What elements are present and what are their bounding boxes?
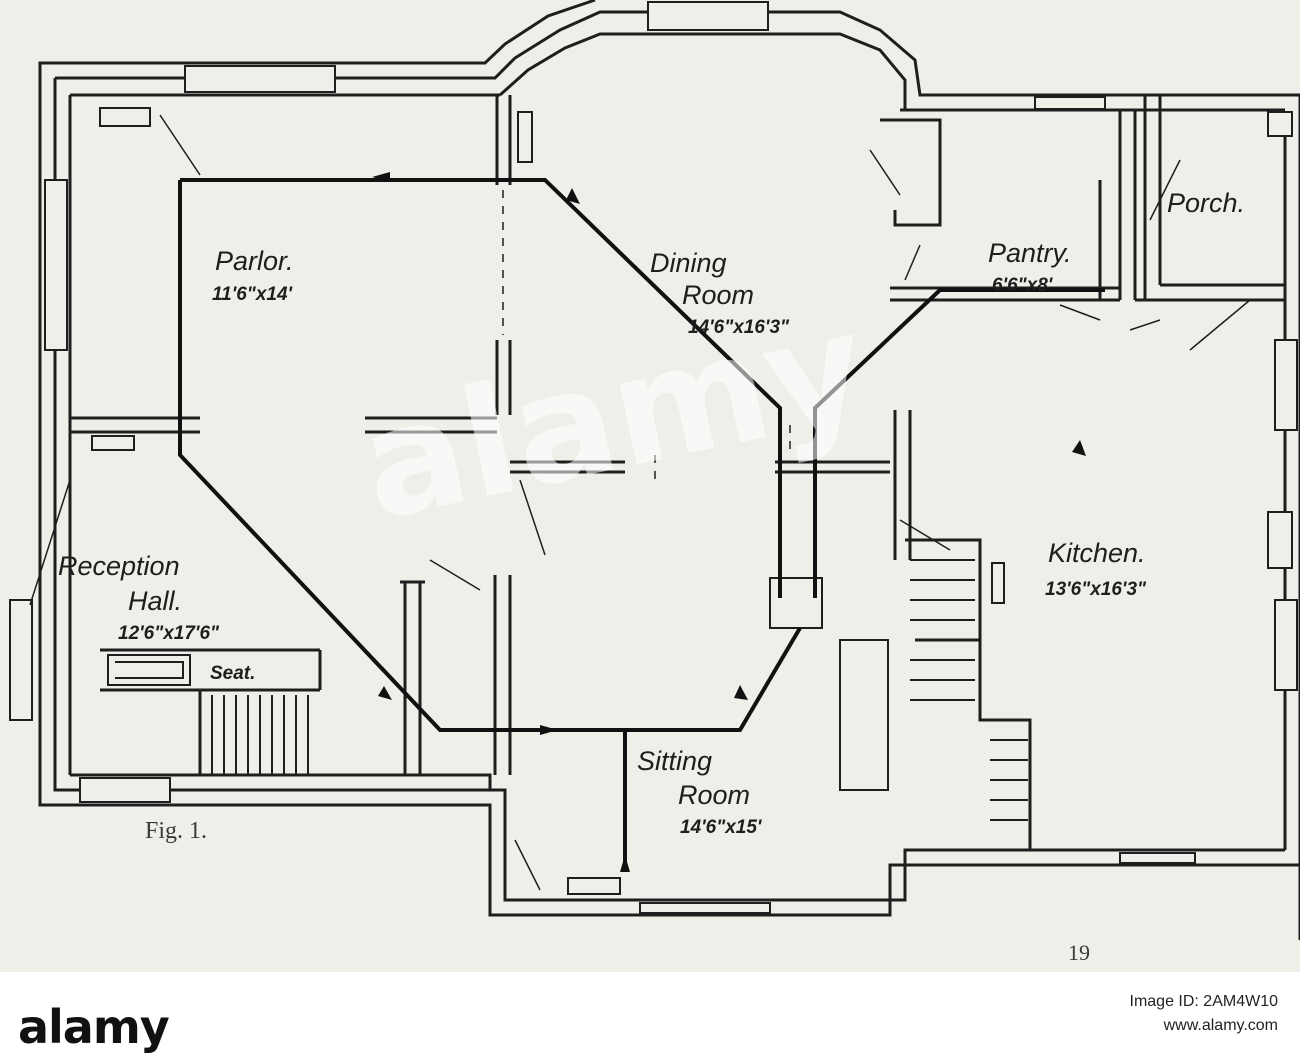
radiator <box>517 111 533 163</box>
window <box>1274 339 1298 431</box>
dining-label-line1: Dining <box>650 248 727 278</box>
window <box>1274 599 1298 691</box>
airflow-arrow <box>372 172 390 182</box>
porch-label: Porch. <box>1167 188 1246 218</box>
reception-label-line2: Hall. <box>128 586 183 616</box>
reception-label-line1: Reception <box>58 551 180 581</box>
stock-footer-bar <box>0 972 1300 1062</box>
reception-wall <box>70 416 497 434</box>
parlor-label: Parlor. <box>215 246 294 276</box>
window <box>1034 96 1106 110</box>
flue <box>839 639 889 791</box>
back-stair-treads <box>910 559 1028 821</box>
window <box>1119 852 1196 864</box>
radiator <box>99 107 151 127</box>
figure-caption: Fig. 1. <box>145 818 208 844</box>
radiator <box>567 877 621 895</box>
range <box>1267 511 1293 569</box>
stock-logo[interactable]: alamy <box>18 1000 170 1054</box>
sitting-wall <box>400 575 512 775</box>
image-id: Image ID: 2AM4W10 <box>1129 993 1279 1010</box>
site-link[interactable]: www.alamy.com <box>1163 1017 1278 1034</box>
stair-treads <box>211 695 309 775</box>
parlor-dining-wall <box>495 95 512 415</box>
dining-closet <box>880 118 942 227</box>
floor-plan-scan: Parlor. 11'6"x14' Dining Room 14'6"x16'3… <box>0 0 1300 972</box>
sitting-dims: 14'6"x15' <box>680 817 762 838</box>
stairs-outline <box>100 648 322 775</box>
dashed-opening <box>502 190 791 480</box>
dining-dims: 14'6"x16'3" <box>688 317 790 338</box>
seat-label: Seat. <box>210 663 256 684</box>
pantry-label: Pantry. <box>988 238 1072 268</box>
door-swing <box>29 114 1251 891</box>
airflow-arrow <box>734 685 748 700</box>
duct-run <box>178 178 1105 870</box>
stock-image-info: Image ID: 2AM4W10 www.alamy.com <box>1130 990 1279 1038</box>
window <box>9 599 33 721</box>
kitchen-wall <box>893 95 1285 560</box>
pantry-wall <box>890 110 1137 302</box>
window <box>647 1 769 31</box>
airflow-arrow <box>378 686 392 700</box>
pantry-dims: 6'6"x8' <box>992 275 1053 296</box>
floor-plan-drawing <box>9 0 1300 940</box>
back-stair <box>905 538 1032 850</box>
window <box>44 179 68 351</box>
dining-label-line2: Room <box>682 280 755 310</box>
window <box>79 777 171 803</box>
sitting-label-line1: Sitting <box>637 746 713 776</box>
airflow-arrow <box>540 725 558 735</box>
window <box>184 65 336 93</box>
radiator <box>91 435 135 451</box>
reception-dims: 12'6"x17'6" <box>118 623 220 644</box>
parlor-dims: 11'6"x14' <box>212 284 293 305</box>
airflow-arrow <box>620 855 630 872</box>
airflow-arrow <box>566 188 580 204</box>
airflow-arrow <box>1072 440 1086 456</box>
radiator <box>991 562 1005 604</box>
seat-box <box>107 654 191 686</box>
dining-bay <box>499 32 907 110</box>
outer-wall <box>38 0 1300 940</box>
sitting-label-line2: Room <box>678 780 751 810</box>
hall-partition <box>510 460 890 474</box>
window <box>639 902 771 914</box>
kitchen-label: Kitchen. <box>1048 538 1146 568</box>
kitchen-dims: 13'6"x16'3" <box>1045 579 1147 600</box>
page-number: 19 <box>1068 940 1090 965</box>
chimney <box>1267 111 1293 137</box>
